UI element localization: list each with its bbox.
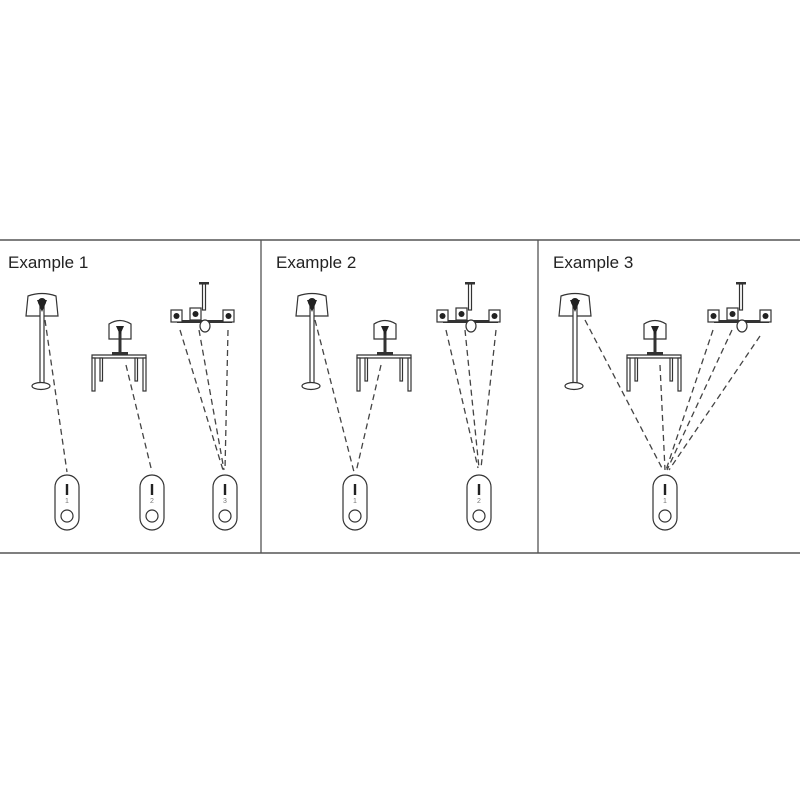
remote-number: 1 (663, 498, 667, 505)
panel-title: Example 2 (276, 253, 356, 272)
panel-title: Example 3 (553, 253, 633, 272)
chandelier-icon (170, 281, 235, 333)
remote-number: 2 (150, 498, 154, 505)
remote-number: 2 (477, 498, 481, 505)
panel-example-2: Example 2 1 2 (276, 253, 501, 531)
remote-number: 1 (353, 498, 357, 505)
panel-title: Example 1 (8, 253, 88, 272)
table-lamp-icon (356, 319, 412, 392)
remote-number: 3 (223, 498, 227, 505)
remote-number: 1 (65, 498, 69, 505)
chandelier-icon (707, 281, 772, 333)
chandelier-icon (436, 281, 501, 333)
panel-example-3: Example 3 1 (553, 253, 772, 531)
floor-lamp-icon (295, 292, 329, 391)
table-lamp-icon (626, 319, 682, 392)
floor-lamp-icon (558, 292, 592, 391)
panel-example-1: Example 1 1 2 3 (8, 253, 238, 531)
table-lamp-icon (91, 319, 147, 392)
